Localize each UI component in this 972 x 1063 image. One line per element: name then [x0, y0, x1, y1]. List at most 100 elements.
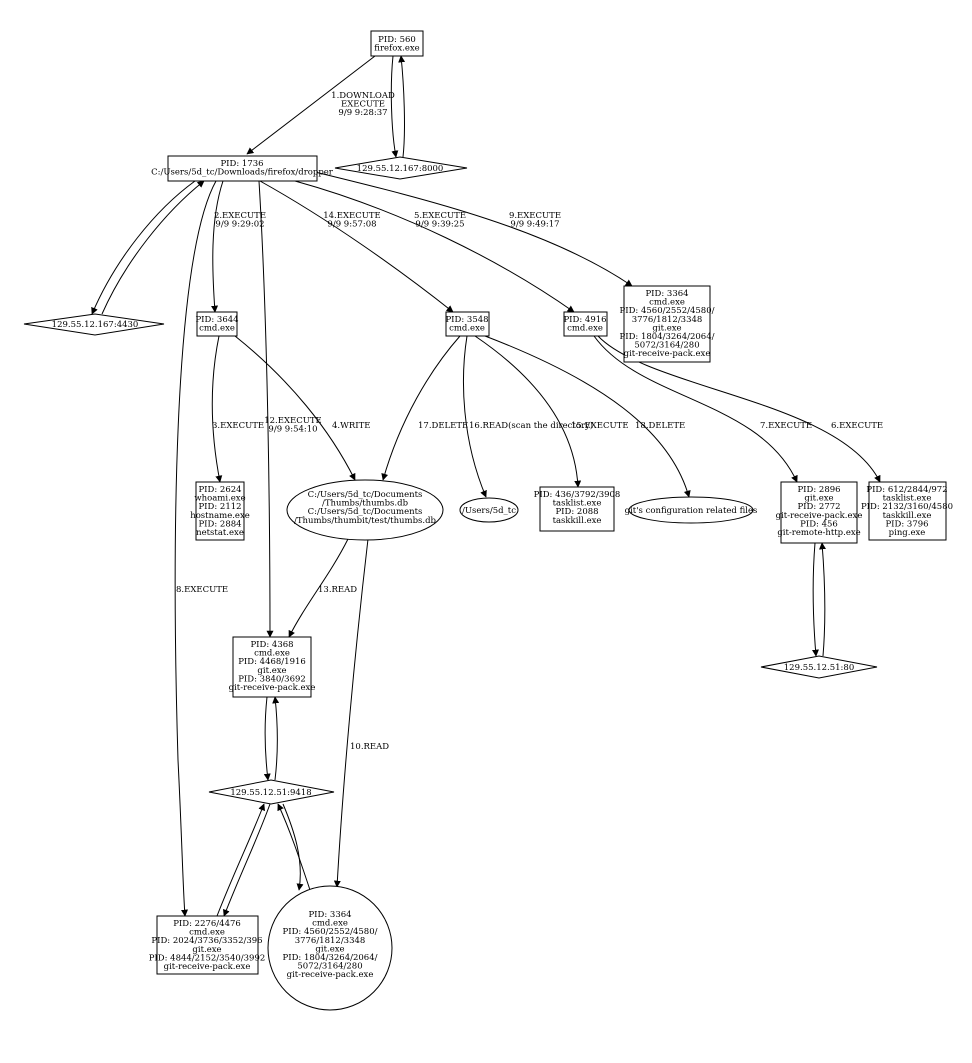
node-ip-80[interactable]: 129.55.12.51:80	[760, 655, 878, 679]
node-thumbs-db[interactable]: C:/Users/5d_tc/Documents/Thumbs/thumbs.d…	[286, 479, 444, 541]
edge-cmd3548-to-users	[462, 335, 487, 498]
node-box	[868, 481, 947, 541]
label-line: 9/9 9:57:08	[327, 220, 376, 230]
node-ip-4430[interactable]: 129.55.12.167:4430	[23, 313, 165, 336]
edge-firefox-to-ip8000	[390, 55, 399, 158]
label-line: git.exe	[652, 323, 681, 333]
label-line: PID: 3548	[445, 315, 488, 325]
edge-ip9418-to-cmd3364bottom	[282, 803, 304, 891]
label-line: cmd.exe	[567, 324, 603, 334]
label-line: PID: 2896	[797, 485, 840, 495]
node-box	[196, 311, 238, 337]
label-line: PID: 2132/3160/4580	[861, 502, 953, 512]
edge-label: 16.READ(scan the directory)	[469, 420, 593, 431]
label-line: firefox.exe	[374, 44, 419, 54]
label-line: 10.READ	[350, 742, 389, 752]
label-line: 13.READ	[318, 585, 357, 595]
node-diamond	[208, 779, 335, 805]
node-ip-9418[interactable]: 129.55.12.51:9418	[208, 779, 335, 805]
label-line: 1.DOWNLOAD	[331, 91, 395, 101]
node-box	[780, 481, 858, 544]
label-line: tasklist.exe	[553, 499, 602, 509]
label-line: PID: 2276/4476	[173, 919, 241, 929]
edge-thumbs-to-cmd4368	[288, 538, 349, 638]
label-line: git.exe	[804, 494, 833, 504]
edge-label: 17.DELETE	[418, 421, 468, 431]
label-line: PID: 2024/3736/3352/396	[151, 936, 262, 946]
node-box	[156, 915, 259, 975]
label-line: 7.EXECUTE	[760, 421, 812, 431]
label-line: 3.EXECUTE	[212, 421, 264, 431]
label-line: 9/9 9:29:02	[215, 220, 264, 230]
label-line: cmd.exe	[449, 324, 485, 334]
edge-label: 18.DELETE	[635, 421, 685, 431]
node-box	[445, 311, 490, 337]
label-line: PID: 436/3792/3908	[534, 490, 621, 500]
label-line: 129.55.12.51:80	[784, 663, 854, 673]
label-line: 14.EXECUTE	[323, 211, 381, 221]
label-line: cmd.exe	[199, 324, 235, 334]
label-line: git.exe	[315, 944, 344, 954]
node-git-config[interactable]: git's configuration related files	[625, 496, 758, 524]
label-line: hostname.exe	[190, 511, 250, 521]
label-line: PID: 2884	[198, 519, 241, 529]
label-line: PID: 2112	[198, 502, 241, 512]
label-line: EXECUTE	[341, 100, 385, 110]
label-line: cmd.exe	[189, 928, 225, 938]
node-label: 129.55.12.51:9418	[230, 788, 311, 798]
label-line: tasklist.exe	[883, 494, 932, 504]
edge-label: 4.WRITE	[332, 421, 370, 431]
label-line: 18.DELETE	[635, 421, 685, 431]
edge-dropper-to-cmd3548	[259, 180, 454, 313]
label-line: PID: 612/2844/972	[866, 485, 947, 495]
edge-label: 10.READ	[350, 742, 389, 752]
edge-cmd3548-to-thumbs	[381, 335, 461, 481]
edge-cmd4916-to-git2896	[593, 335, 798, 483]
edge-ip9418-to-cmd4368	[272, 696, 280, 781]
node-users-dir[interactable]: /Users/5d_tc	[459, 497, 519, 523]
label-line: PID: 4560/2552/4580/	[283, 927, 378, 937]
node-label: /Users/5d_tc	[462, 506, 516, 516]
label-line: taskkill.exe	[553, 516, 602, 526]
edge-git2896-to-ip80	[811, 542, 819, 657]
node-ip-8000[interactable]: 129.55.12.167:8000	[334, 156, 468, 180]
edge-dropper-to-cmd3364top	[314, 171, 633, 287]
label-line: PID: 4844/2152/3540/3992	[149, 953, 266, 963]
edge-label: 15.EXECUTE	[571, 421, 629, 431]
node-label: 129.55.12.167:4430	[52, 320, 139, 330]
label-line: 9/9 9:54:10	[268, 425, 317, 435]
label-line: 129.55.12.167:8000	[357, 164, 444, 174]
node-label: 129.55.12.51:80	[784, 663, 854, 673]
label-line: 2.EXECUTE	[214, 211, 266, 221]
node-diamond	[23, 313, 165, 336]
label-line: git.exe	[257, 666, 286, 676]
